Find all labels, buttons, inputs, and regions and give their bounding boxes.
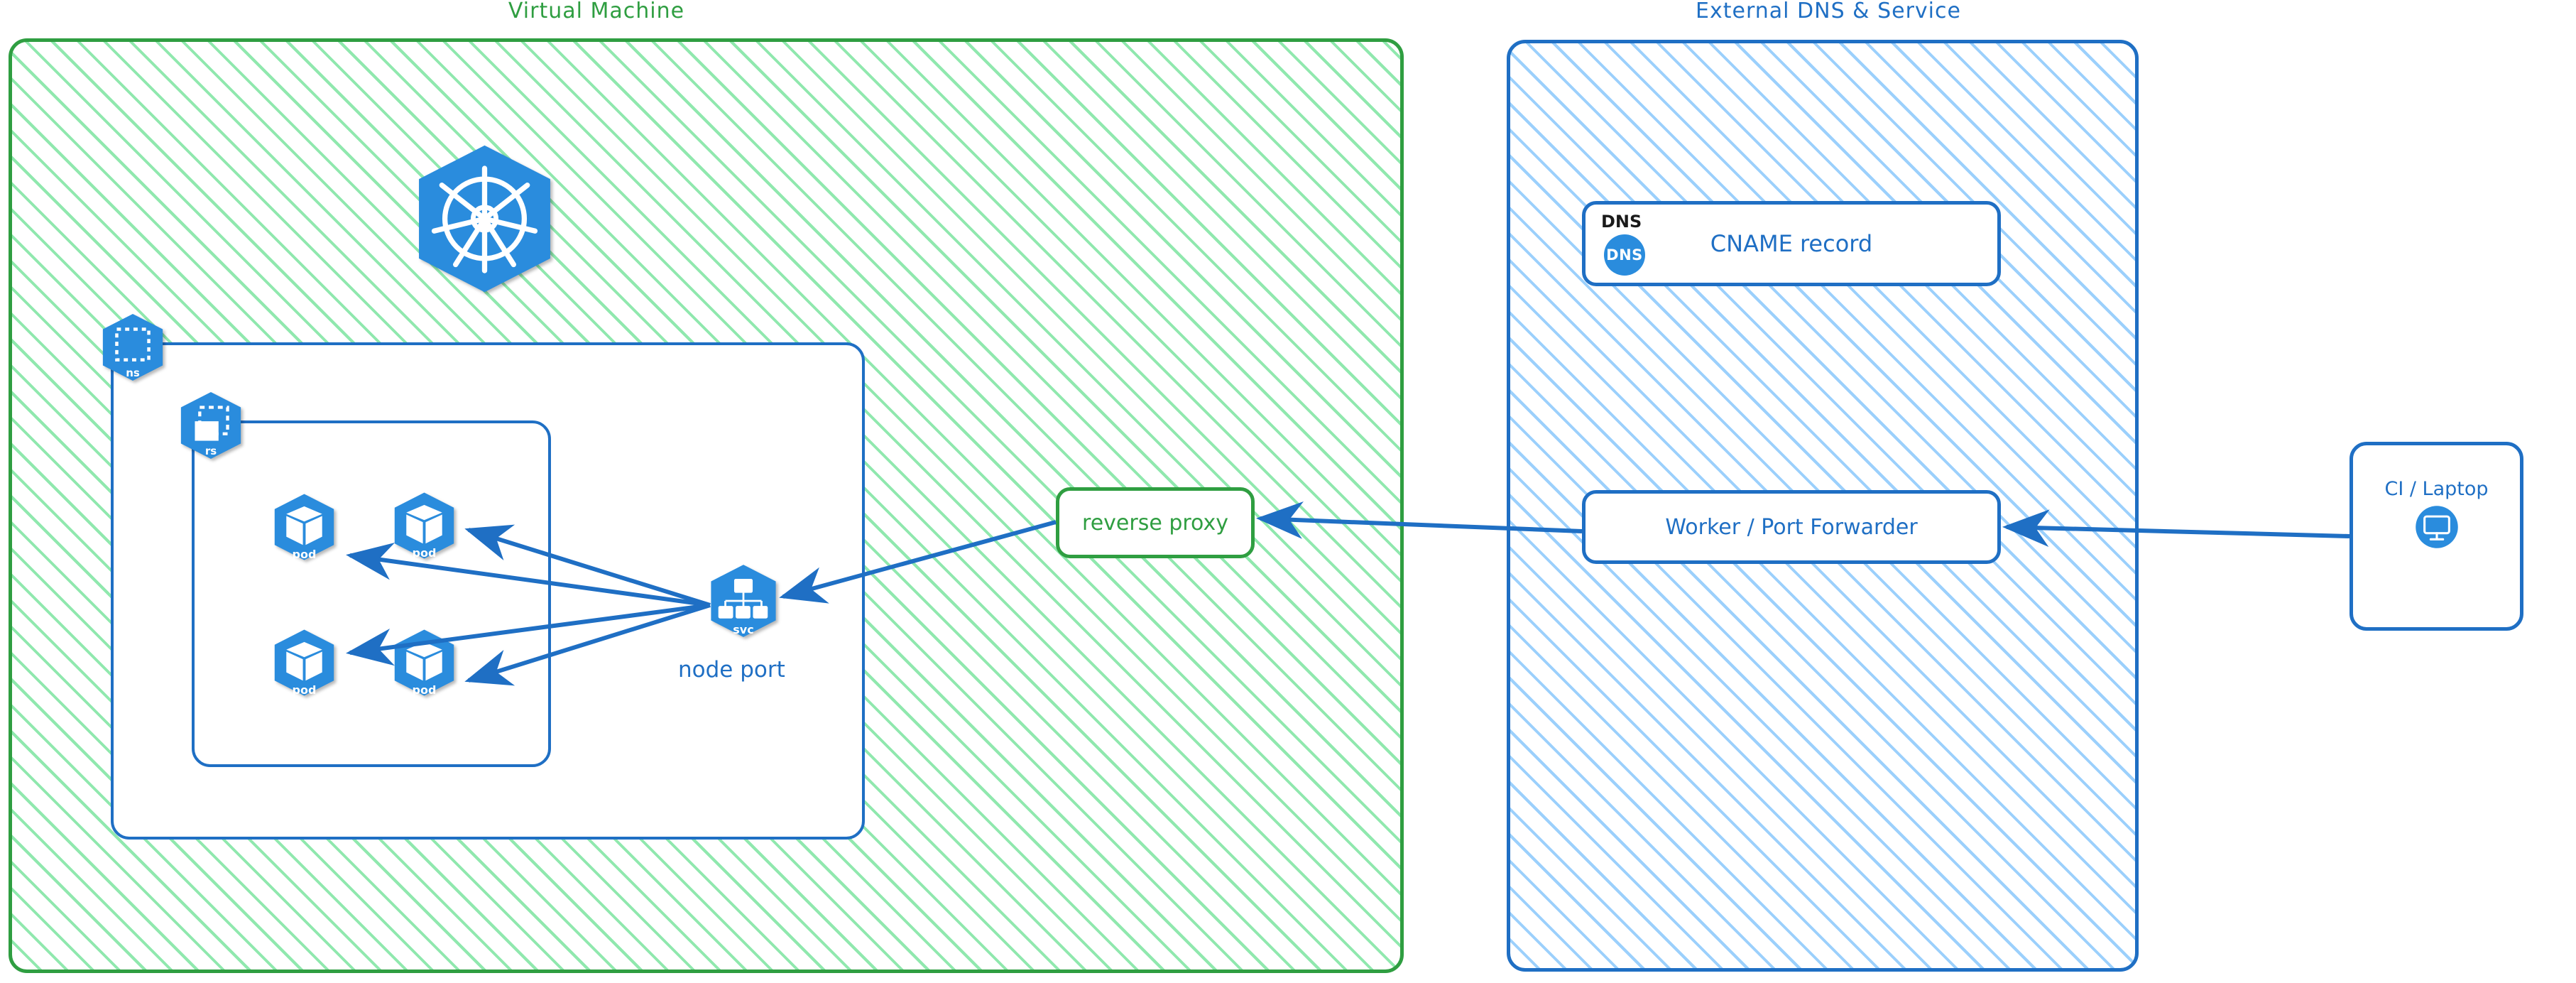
pod-4: pod: [390, 626, 459, 700]
ci-laptop-label: CI / Laptop: [2384, 478, 2489, 500]
pod-2: pod: [390, 489, 459, 563]
service-icon: svc: [706, 561, 781, 641]
reverse-proxy-label: reverse proxy: [1082, 510, 1228, 536]
worker-port-forwarder-label: Worker / Port Forwarder: [1665, 514, 1918, 540]
worker-port-forwarder-box[interactable]: Worker / Port Forwarder: [1582, 490, 2001, 564]
dns-record-card[interactable]: DNS DNS CNAME record: [1582, 201, 2001, 286]
group-title-virtual-machine: Virtual Machine: [508, 0, 685, 23]
kubernetes-logo: [408, 141, 561, 297]
pod-3: pod: [270, 626, 339, 700]
ci-laptop-card[interactable]: CI / Laptop: [2349, 442, 2523, 631]
reverse-proxy-box[interactable]: reverse proxy: [1056, 487, 1255, 558]
replicaset-icon: rs: [176, 389, 246, 462]
monitor-icon: [2415, 505, 2459, 549]
dns-chip-icon: DNS: [1604, 234, 1645, 276]
cname-record-label: CNAME record: [1710, 230, 1873, 257]
namespace-icon: ns: [98, 311, 168, 384]
group-title-external-dns-service: External DNS & Service: [1696, 0, 1961, 23]
dns-tag-label: DNS: [1601, 212, 1642, 232]
node-port-caption: node port: [678, 657, 785, 683]
replicaset-frame: [192, 420, 551, 767]
pod-1: pod: [270, 490, 339, 564]
